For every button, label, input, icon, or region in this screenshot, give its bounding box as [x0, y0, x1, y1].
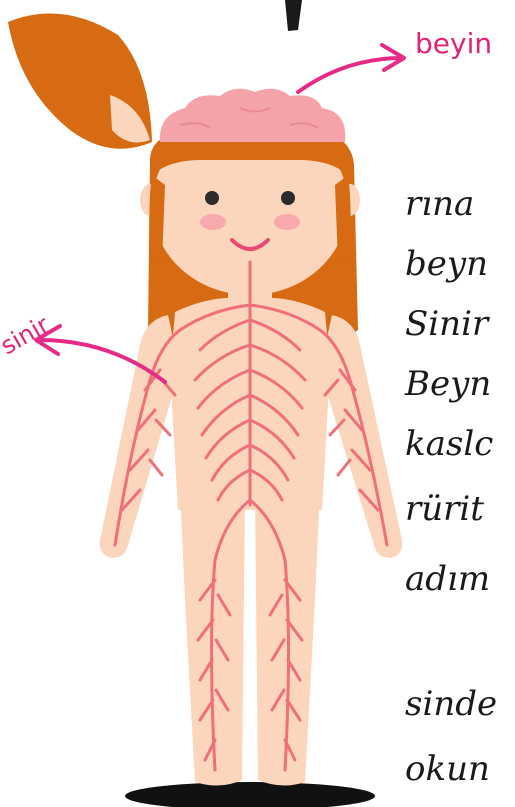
top-pen-mark [285, 0, 302, 31]
text-line-9: okun [405, 749, 490, 789]
hair-cap [8, 14, 152, 149]
text-line-4: Beyn [404, 364, 491, 404]
right-text-block: rına beyn Sinir Beyn kaslc rürit adım si… [404, 184, 497, 789]
brain [160, 89, 345, 142]
floor-shadow [125, 782, 375, 807]
brain-label: beyin [415, 27, 492, 60]
right-eye [281, 191, 295, 205]
text-line-7: adım [405, 559, 490, 599]
text-line-8: sinde [405, 684, 497, 724]
text-line-1: rına [405, 184, 474, 224]
nerve-label: sinir [0, 310, 54, 360]
text-line-6: rürit [405, 489, 484, 529]
text-line-5: kaslc [405, 424, 493, 464]
left-eye [205, 191, 219, 205]
text-line-3: Sinir [405, 304, 490, 344]
brain-arrow [298, 45, 404, 92]
text-line-2: beyn [405, 244, 488, 284]
